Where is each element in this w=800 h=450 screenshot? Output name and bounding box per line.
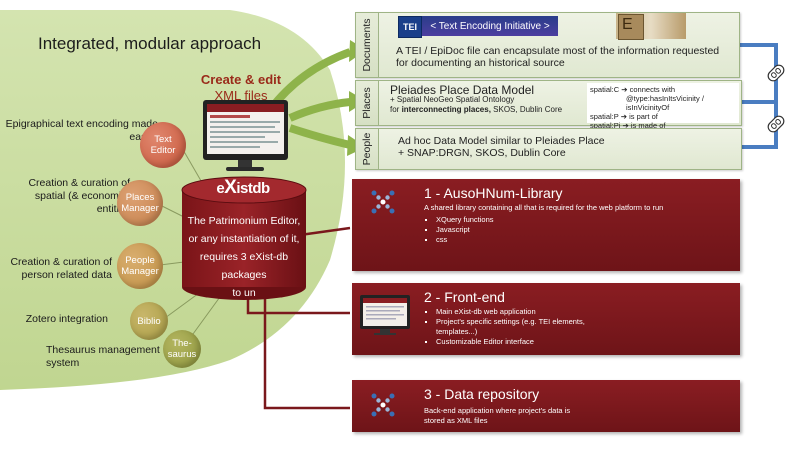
repo-title: 3 - Data repository	[424, 386, 540, 402]
places-panel: Places Pleiades Place Data Model + Spati…	[355, 80, 742, 130]
feature-zotero: Zotero integration	[25, 313, 108, 325]
exist-x-icon	[371, 190, 395, 214]
exist-db-logo: eXistdb	[208, 177, 278, 199]
laptop-icon	[360, 295, 410, 335]
spatial-relations-box: spatial:C ➔ connects with @type:hasInIts…	[587, 83, 739, 130]
module-label-line1: Places	[125, 192, 155, 203]
exist-logo-suffix: istdb	[236, 180, 270, 197]
places-text: Pleiades Place Data Model + Spatial NeoG…	[390, 83, 590, 115]
repo-title: 2 - Front-end	[424, 289, 505, 305]
db-text-line: The Patrimonium Editor,	[187, 215, 301, 227]
spatial-row: spatial:P ➔ is part of	[590, 112, 658, 121]
spatial-row: spatial:C ➔ connects with	[590, 85, 676, 94]
repo-description: Main eXist-db web application Project's …	[424, 307, 724, 347]
repo-description: Back-end application where project's dat…	[424, 406, 571, 425]
module-label-line2: Manager	[121, 203, 159, 214]
create-edit-line1: Create & edit	[200, 72, 282, 87]
places-title: Pleiades Place Data Model	[390, 83, 535, 97]
repo-frontend-box: 2 - Front-end Main eXist-db web applicat…	[352, 283, 740, 355]
module-thesaurus[interactable]: The-saurus	[163, 330, 201, 368]
module-label-line1: People	[125, 255, 155, 266]
exist-x-icon	[371, 393, 395, 417]
create-edit-line2: XML files	[214, 88, 268, 103]
feature-thesaurus: Thesaurus management system	[4, 344, 160, 370]
repo-title: 1 - AusoHNum-Library	[424, 185, 563, 201]
database-cylinder-top	[182, 177, 306, 203]
chain-link-icon	[767, 64, 785, 82]
places-line3: for interconnecting places, SKOS, Dublin…	[390, 105, 563, 114]
people-line1: Ad hoc Data Model similar to Pleiades Pl…	[398, 135, 605, 147]
repo-item: Customizable Editor interface	[436, 337, 724, 347]
spatial-row: spatial:Pi ➔ is made of	[590, 121, 666, 130]
db-text-line: requires 3 eXist-db packages	[199, 251, 289, 281]
spatial-row: @type:hasInItsVicinity / isInVicinityOf	[626, 94, 704, 112]
monitor-icon	[203, 100, 288, 171]
tei-logo: TEI	[398, 16, 422, 38]
people-text: Ad hoc Data Model similar to Pleiades Pl…	[398, 135, 737, 159]
module-label-line2: Manager	[121, 266, 159, 277]
documents-panel: Documents TEI < Text Encoding Initiative…	[355, 12, 740, 78]
repo-library-box: 1 - AusoHNum-Library A shared library co…	[352, 179, 740, 271]
feature-spatial: Creation & curation of spatial (& econom…	[28, 177, 130, 215]
tei-banner: < Text Encoding Initiative >	[422, 16, 558, 36]
db-text-line: or any instantiation of it,	[188, 233, 300, 245]
repo-item: Main eXist-db web application	[436, 307, 724, 317]
main-title: Integrated, modular approach	[38, 34, 262, 53]
people-line2: + SNAP:DRGN, SKOS, Dublin Core	[398, 147, 566, 159]
arrow-to-places	[288, 98, 351, 122]
documents-text: A TEI / EpiDoc file can encapsulate most…	[396, 45, 720, 69]
feature-person: Creation & curation of person related da…	[10, 256, 112, 281]
documents-label: Documents	[356, 13, 379, 77]
arrow-to-people	[288, 124, 351, 149]
repo-description: A shared library containing all that is …	[424, 203, 724, 245]
module-biblio[interactable]: Biblio	[130, 302, 168, 340]
module-label-line2: Editor	[150, 145, 176, 156]
repo-data-box: 3 - Data repository Back-end application…	[352, 380, 740, 432]
epidoc-stone-image: Ε	[616, 13, 686, 40]
chain-link-icon	[767, 115, 785, 133]
places-line2: + Spatial NeoGeo Spatial Ontology	[390, 95, 515, 104]
module-label-line1: Text	[154, 134, 172, 145]
exist-logo-prefix: e	[216, 180, 225, 197]
people-panel: People Ad hoc Data Model similar to Plei…	[355, 128, 742, 170]
places-label: Places	[356, 81, 379, 125]
feature-thesaurus-text: Thesaurus management system	[46, 344, 160, 369]
repo-item: css	[436, 235, 724, 245]
db-text-line: to un	[232, 287, 256, 299]
repo-item: Javascript	[436, 225, 724, 235]
module-label-line1: Biblio	[137, 315, 161, 327]
module-label-line2: saurus	[167, 349, 197, 360]
repo-item: Project's specific settings (e.g. TEI el…	[436, 317, 606, 337]
module-label-line1: The-	[172, 338, 192, 349]
repo-desc-text: A shared library containing all that is …	[424, 203, 664, 212]
feature-text-encoding: Epigraphical text encoding made easier	[5, 118, 158, 143]
exist-logo-x: X	[224, 177, 237, 198]
create-edit-heading: Create & edit XML files	[196, 72, 286, 104]
database-description: The Patrimonium Editor, or any instantia…	[184, 212, 304, 302]
repo-item: XQuery functions	[436, 215, 724, 225]
people-label: People	[356, 129, 379, 169]
